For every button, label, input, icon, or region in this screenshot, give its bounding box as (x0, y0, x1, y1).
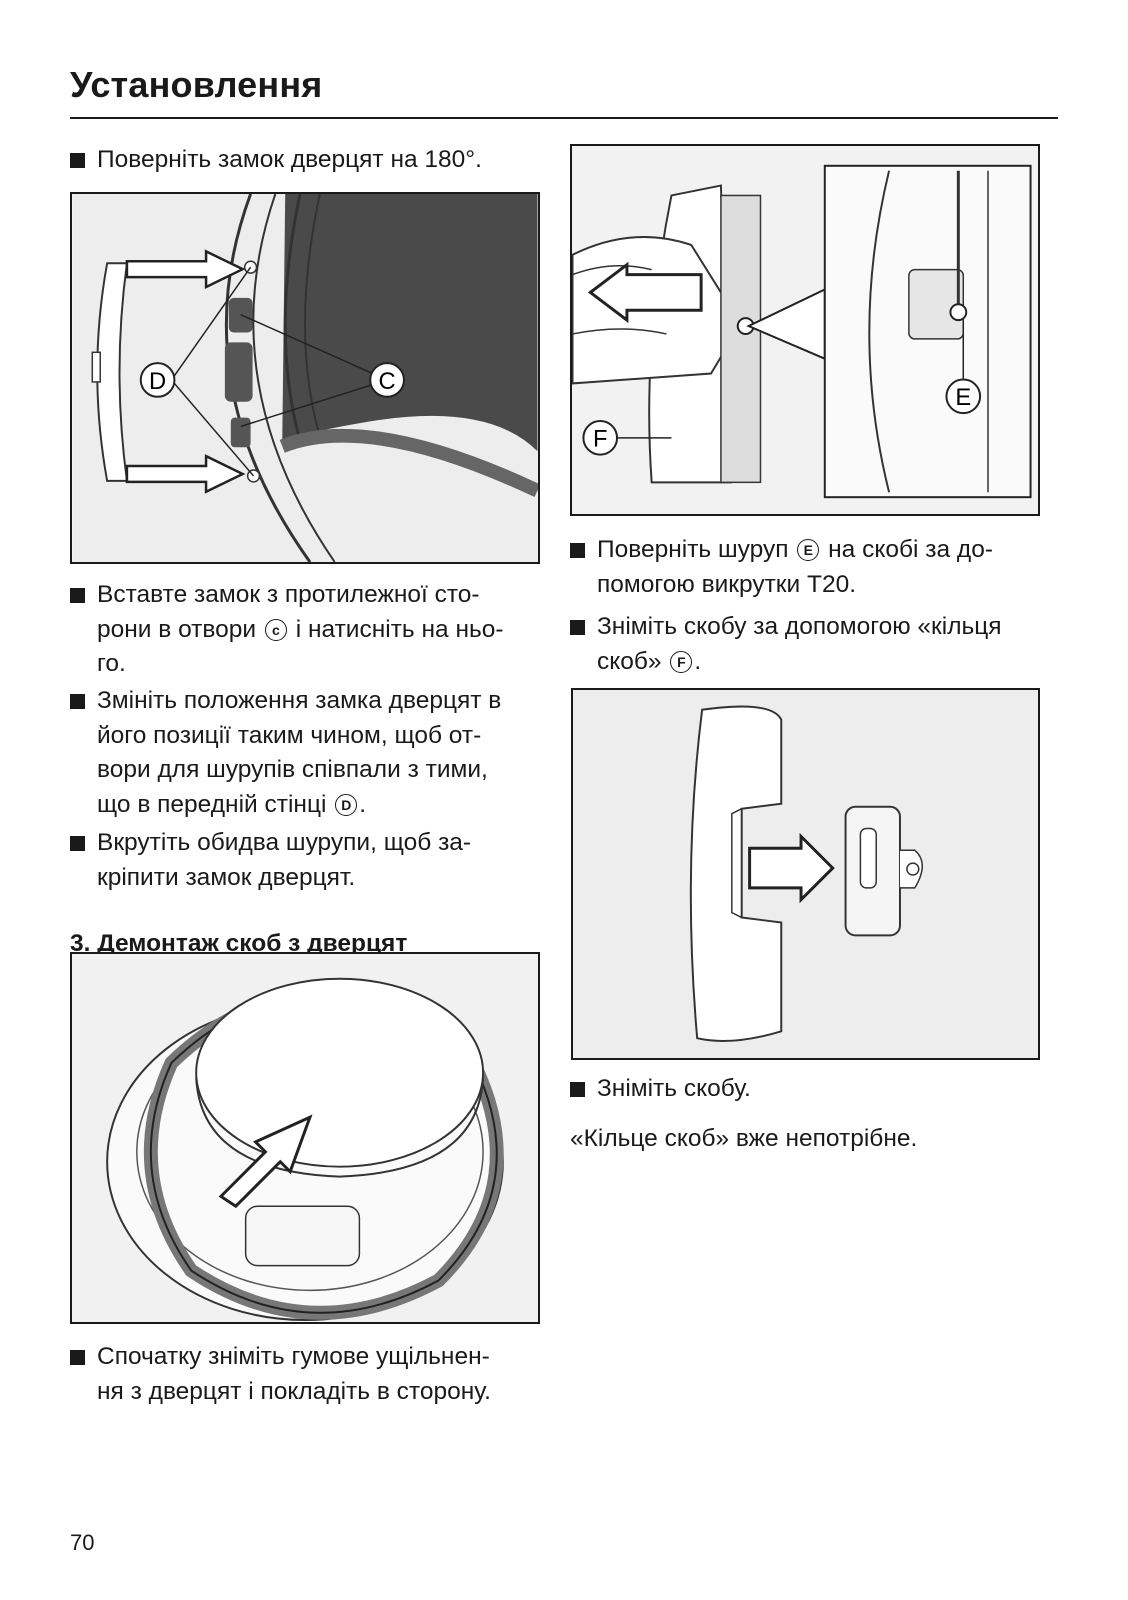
instruction-screw-lock: Вкрутіть обидва шурупи, щоб за- кріпити … (70, 826, 550, 895)
instruction-text: Вкрутіть обидва шурупи, щоб за- кріпити … (97, 829, 472, 891)
bullet-square-icon (70, 836, 85, 851)
figure-bracket-screw: E F (570, 144, 1040, 516)
instruction-remove-seal: Спочатку зніміть гумове ущільнен- ня з д… (70, 1340, 550, 1409)
door-lock-illustration: D C (72, 194, 538, 562)
label-f: F (593, 427, 608, 453)
door-seal-illustration (72, 954, 538, 1322)
instruction-text: Поверніть шуруп E на скобі за до- помого… (597, 536, 993, 598)
bullet-square-icon (70, 153, 85, 168)
page-title: Установлення (70, 64, 323, 105)
instruction-text: Зніміть скобу за допомогою «кільця скоб»… (597, 613, 1002, 675)
instruction-rotate-lock: Поверніть замок дверцят на 180°. (70, 143, 540, 178)
instruction-remove-bracket-ring: Зніміть скобу за допомогою «кільця скоб»… (570, 610, 1050, 679)
label-c: C (379, 369, 396, 395)
instruction-remove-bracket: Зніміть скобу. (570, 1072, 1050, 1107)
bullet-square-icon (70, 694, 85, 709)
instruction-turn-screw: Поверніть шуруп E на скобі за до- помого… (570, 533, 1050, 602)
bullet-square-icon (570, 620, 585, 635)
bracket-screw-illustration: E F (572, 146, 1038, 514)
instruction-align-lock: Змініть положення замка дверцят в його п… (70, 684, 550, 822)
label-e: E (955, 385, 971, 411)
reference-f-icon: F (670, 650, 693, 673)
reference-e-icon: E (797, 539, 820, 561)
figure-door-lock-insert: D C (70, 192, 540, 564)
bullet-square-icon (70, 1350, 85, 1365)
instruction-text: Спочатку зніміть гумове ущільнен- ня з д… (97, 1343, 491, 1405)
instruction-text: Змініть положення замка дверцят в його п… (97, 687, 502, 818)
instruction-text: Зніміть скобу. (597, 1075, 751, 1102)
header-divider (70, 117, 1058, 119)
reference-c-icon: c (264, 618, 287, 641)
instruction-text: Вставте замок з протилежної сто- рони в … (97, 581, 504, 677)
reference-d-icon: D (335, 793, 358, 816)
note-ring-not-needed: «Кільце скоб» вже непотрібне. (570, 1125, 918, 1152)
bullet-square-icon (70, 588, 85, 603)
figure-door-seal-removal (70, 952, 540, 1324)
page-number: 70 (70, 1530, 95, 1555)
bullet-square-icon (570, 1082, 585, 1097)
label-d: D (149, 369, 166, 395)
instruction-text: Поверніть замок дверцят на 180°. (97, 146, 482, 173)
instruction-insert-lock: Вставте замок з протилежної сто- рони в … (70, 578, 550, 682)
bracket-removed-illustration (573, 690, 1038, 1058)
figure-bracket-removed (571, 688, 1040, 1060)
bullet-square-icon (570, 543, 585, 558)
